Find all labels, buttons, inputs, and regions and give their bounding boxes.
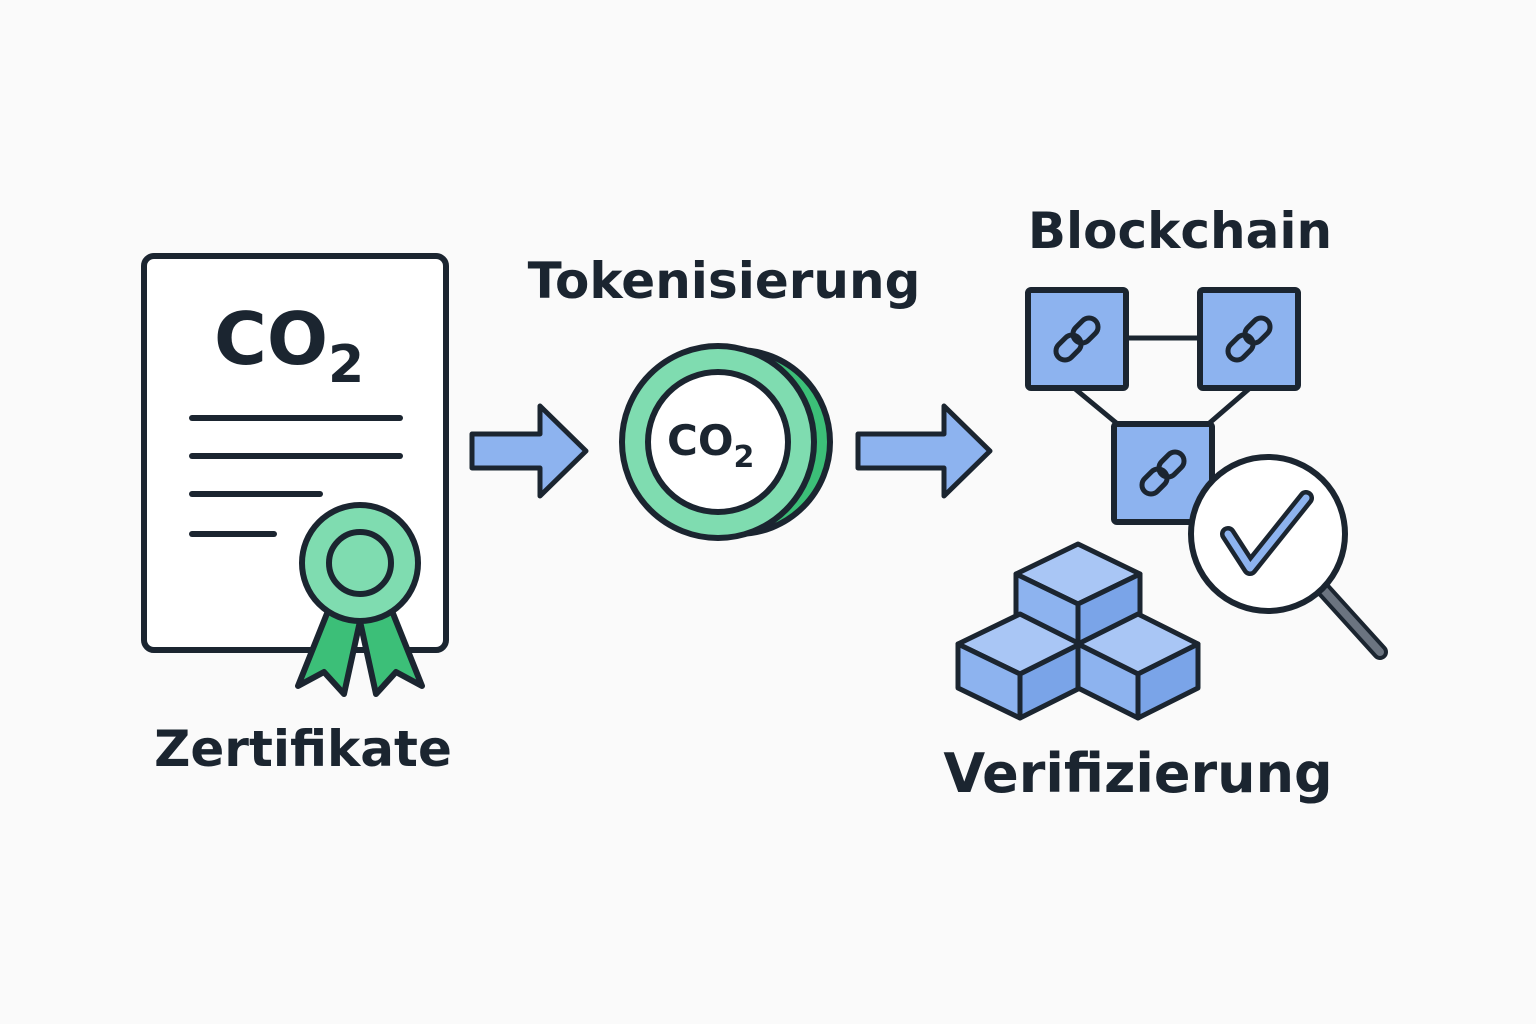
- token-co2-main: CO: [667, 416, 734, 465]
- arrow-right-icon: [855, 403, 993, 499]
- magnifier-check-icon: [1188, 454, 1388, 660]
- chain-link-icon: [1139, 449, 1187, 497]
- chain-link-icon: [1053, 315, 1101, 363]
- blockchain-network-icon: [1025, 287, 1301, 525]
- block-bottom: [1111, 421, 1215, 525]
- cube-bottom-right: [1075, 611, 1201, 721]
- certificate-text-lines: [189, 415, 403, 537]
- label-certificates: Zertifikate: [154, 720, 452, 778]
- blockchain-connectors: [1072, 335, 1252, 428]
- cubes-icon: [955, 541, 1201, 721]
- certificate-co2-sub: 2: [328, 335, 364, 395]
- block-top-right: [1197, 287, 1301, 391]
- co2-token-icon: CO2: [619, 343, 833, 541]
- certificate-co2-main: CO: [214, 297, 328, 381]
- block-top-left: [1025, 287, 1129, 391]
- label-blockchain: Blockchain: [1028, 202, 1332, 260]
- chain-link-icon: [1225, 315, 1273, 363]
- award-ribbon-icon: [295, 502, 425, 697]
- label-verification: Verifizierung: [943, 742, 1332, 805]
- cube-bottom-left: [955, 611, 1083, 721]
- certificate-co2-text: CO2: [214, 297, 364, 395]
- arrow-right-icon: [469, 403, 589, 499]
- token-co2-sub: 2: [734, 440, 755, 475]
- token-co2-text: CO2: [667, 416, 754, 475]
- label-tokenization: Tokenisierung: [528, 252, 921, 310]
